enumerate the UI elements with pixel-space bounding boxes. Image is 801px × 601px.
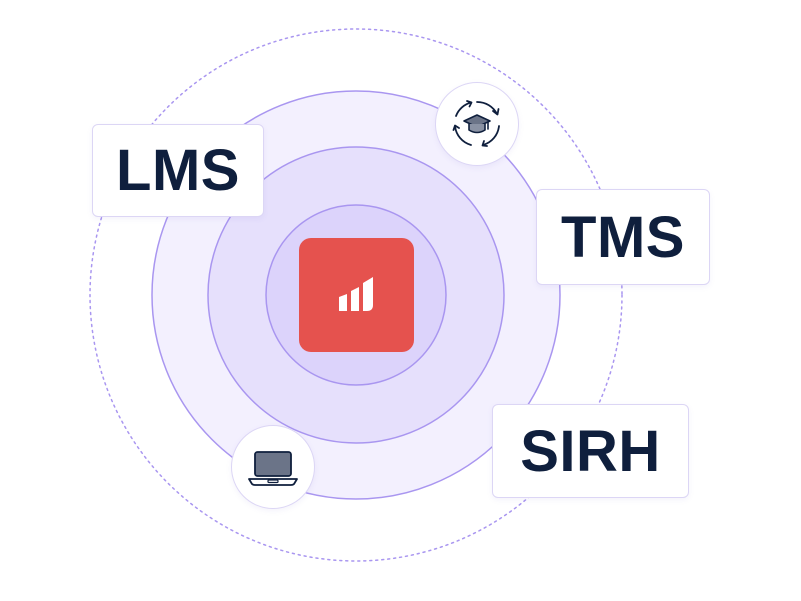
sirh-card: SIRH — [492, 404, 689, 498]
tms-label: TMS — [561, 204, 685, 270]
outer-dotted-orbit — [89, 28, 623, 562]
training-cycle-bubble — [435, 82, 519, 166]
graduation-cap-cycle-icon — [452, 100, 500, 147]
laptop-bubble — [231, 425, 315, 509]
tms-card: TMS — [536, 189, 710, 285]
lms-card: LMS — [92, 124, 264, 217]
laptop-icon — [248, 451, 298, 486]
bar-chart-logo-icon — [338, 277, 373, 311]
sirh-label: SIRH — [520, 418, 661, 484]
app-logo-tile — [299, 238, 414, 352]
lms-label: LMS — [116, 138, 240, 203]
